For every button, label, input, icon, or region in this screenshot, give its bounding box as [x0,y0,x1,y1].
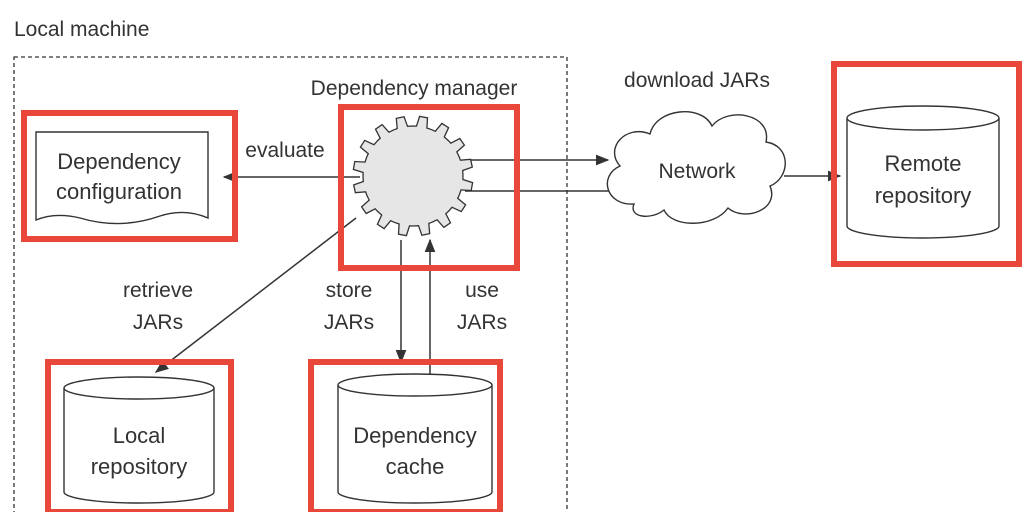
node-label-line-2: repository [91,454,188,479]
dependency-manager-node: Dependency manager [311,77,520,271]
database-icon [63,376,215,504]
document-icon [35,131,209,225]
use-label-line-2: JARs [457,311,507,334]
highlight-box [831,61,1022,267]
store-label-line-2: JARs [324,311,374,334]
cloud-icon [606,111,786,224]
database-icon [846,105,1000,239]
local-machine-boundary [13,56,568,512]
highlight-box [338,104,520,271]
highlight-box [308,359,503,512]
node-label-line-1: Dependency [353,423,477,448]
section-title: Local machine [14,18,149,41]
retrieve-arrow [154,217,357,373]
network-node: Network [606,111,786,224]
node-label-line-2: configuration [56,179,182,204]
highlight-box [21,110,238,242]
connectors [154,154,842,374]
use-label-line-1: use [465,279,499,302]
retrieve-label-line-1: retrieve [123,279,193,302]
node-label-line-2: cache [386,454,445,479]
evaluate-label: evaluate [245,139,324,162]
network-label: Network [658,160,736,183]
dependency-manager-label: Dependency manager [311,77,518,100]
node-label-line-1: Dependency [57,149,181,174]
highlight-box [45,359,234,512]
retrieve-label-line-2: JARs [133,311,183,334]
gear-icon [352,115,474,237]
download-jars-label: download JARs [624,69,770,92]
store-label-line-1: store [326,279,373,302]
dependency-cache-node: Dependency cache [308,359,503,512]
remote-repository-node: Remote repository [831,61,1022,267]
database-icon [337,373,493,504]
dependency-configuration-node: Dependency configuration [21,110,238,242]
node-label-line-1: Remote [884,151,961,176]
local-repository-node: Local repository [45,359,234,512]
node-label-line-1: Local [113,423,166,448]
node-label-line-2: repository [875,183,972,208]
